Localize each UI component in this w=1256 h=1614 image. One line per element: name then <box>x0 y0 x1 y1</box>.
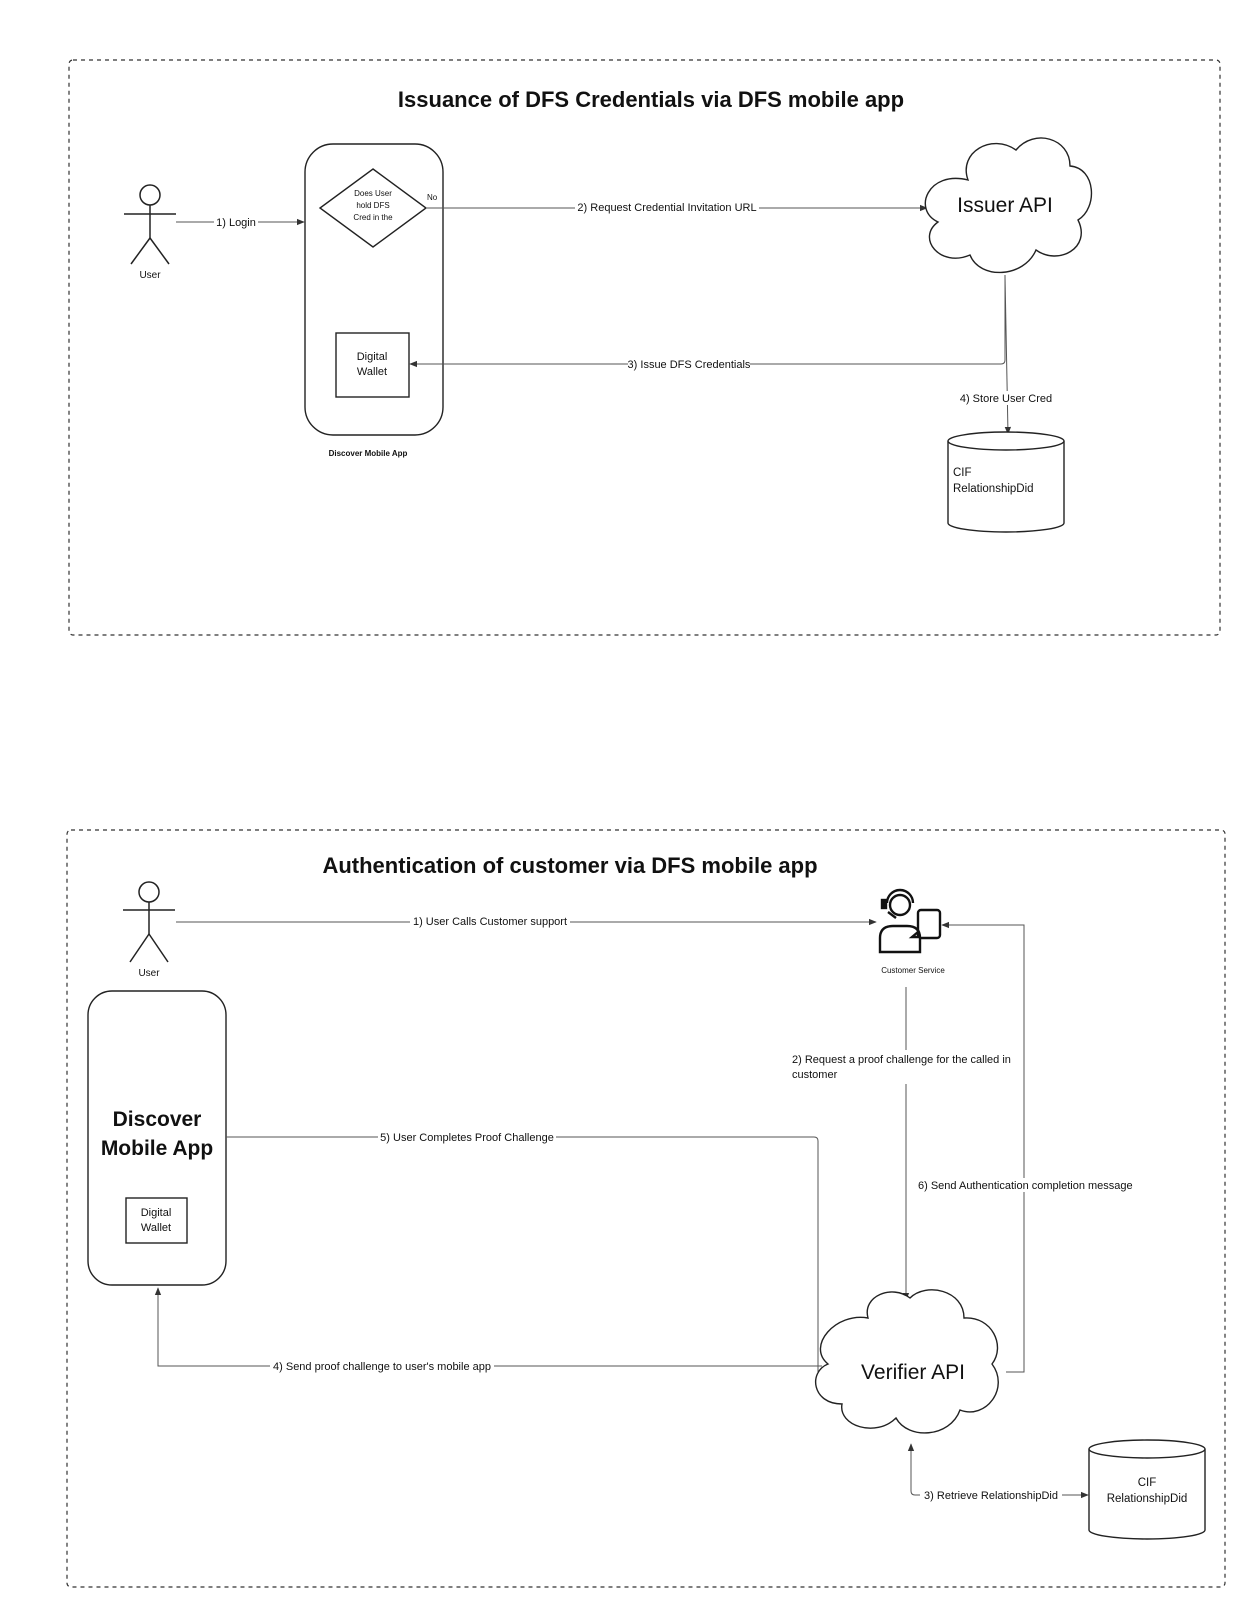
decision-diamond <box>318 168 428 248</box>
retrieve-did-label: 3) Retrieve RelationshipDid <box>924 1490 1058 1502</box>
request-proof-line-2: customer <box>792 1069 838 1081</box>
authentication-frame <box>66 829 1226 1588</box>
cif-database-icon <box>947 431 1065 533</box>
complete-proof-label: 5) User Completes Proof Challenge <box>380 1132 554 1144</box>
issue-credentials-label: 3) Issue DFS Credentials <box>628 359 751 371</box>
send-proof-arrow <box>154 1287 822 1367</box>
user-actor-icon <box>123 881 175 963</box>
customer-service-label: Customer Service <box>881 966 945 975</box>
digital-wallet-box <box>125 1197 188 1244</box>
login-label: 1) Login <box>216 217 256 229</box>
decision-no-label: No <box>427 193 438 202</box>
send-proof-label: 4) Send proof challenge to user's mobile… <box>273 1361 491 1373</box>
auth-wallet-line-1: Digital <box>141 1207 172 1219</box>
app-title-line-2: Mobile App <box>101 1137 213 1160</box>
cif-database-icon <box>1088 1439 1206 1540</box>
authentication-title: Authentication of customer via DFS mobil… <box>322 853 817 878</box>
issuance-frame <box>68 59 1221 636</box>
user-actor-icon <box>124 184 176 265</box>
wallet-text-line-1: Digital <box>357 351 388 363</box>
retrieve-did-arrow <box>907 1443 1089 1499</box>
verifier-api-cloud-icon <box>814 1289 999 1434</box>
wallet-text-line-2: Wallet <box>357 366 387 378</box>
issuer-api-label: Issuer API <box>957 194 1053 217</box>
decision-text-line-2: hold DFS <box>356 201 389 210</box>
issuance-title: Issuance of DFS Credentials via DFS mobi… <box>398 87 904 112</box>
complete-proof-connector <box>226 1136 819 1372</box>
decision-text-line-3: Cred in the <box>353 213 393 222</box>
request-proof-line-1: 2) Request a proof challenge for the cal… <box>792 1054 1011 1066</box>
issuer-api-cloud-icon <box>924 137 1093 274</box>
verifier-api-label: Verifier API <box>861 1361 965 1384</box>
issue-credentials-arrow <box>409 275 1006 368</box>
app-title-line-1: Discover <box>113 1108 202 1131</box>
request-invitation-label: 2) Request Credential Invitation URL <box>577 202 756 214</box>
authentication-section: Authentication of customer via DFS mobil… <box>66 829 1226 1588</box>
db-text-line-1: CIF <box>953 467 972 479</box>
mobile-app-caption: Discover Mobile App <box>329 449 408 458</box>
issuance-section: Issuance of DFS Credentials via DFS mobi… <box>68 59 1221 636</box>
store-cred-arrow <box>1004 275 1012 435</box>
auth-db-text-line-2: RelationshipDid <box>1107 1493 1188 1505</box>
decision-text-line-1: Does User <box>354 189 392 198</box>
store-cred-label: 4) Store User Cred <box>960 393 1052 405</box>
mobile-app-container <box>87 990 227 1286</box>
auth-completion-arrow <box>941 921 1025 1373</box>
customer-service-icon <box>878 888 942 954</box>
auth-wallet-line-2: Wallet <box>141 1222 171 1234</box>
auth-db-text-line-1: CIF <box>1138 1477 1157 1489</box>
db-text-line-2: RelationshipDid <box>953 483 1034 495</box>
call-support-label: 1) User Calls Customer support <box>413 916 567 928</box>
user-label-auth: User <box>138 968 160 979</box>
auth-completion-label: 6) Send Authentication completion messag… <box>918 1180 1133 1192</box>
digital-wallet-box <box>335 332 410 398</box>
user-label: User <box>139 270 161 281</box>
